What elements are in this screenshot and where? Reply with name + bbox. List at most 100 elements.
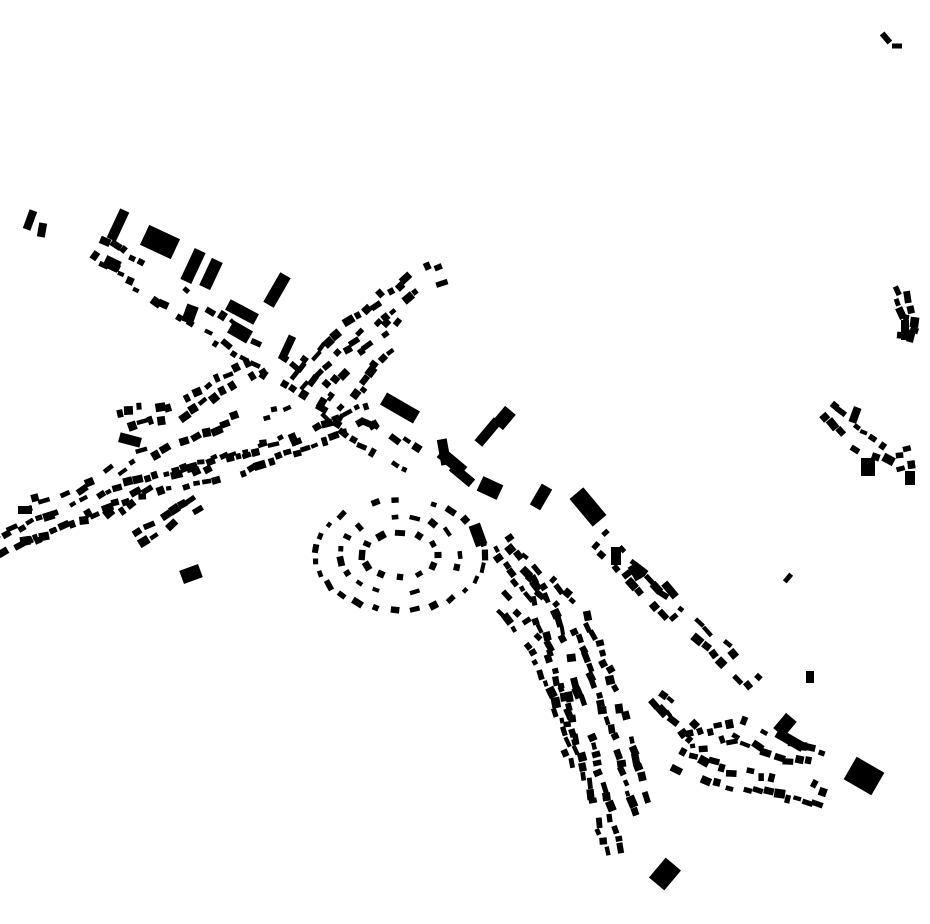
building [763, 786, 775, 796]
building [697, 754, 711, 768]
building [512, 608, 522, 618]
building [124, 275, 135, 286]
building [434, 551, 442, 559]
building [267, 457, 276, 467]
building [727, 647, 740, 660]
building [241, 331, 251, 340]
building [688, 752, 699, 760]
building [567, 714, 577, 723]
building [589, 680, 598, 689]
building [566, 653, 577, 663]
building [677, 727, 689, 740]
building [411, 441, 423, 454]
building [752, 786, 764, 795]
building [323, 579, 335, 592]
building [630, 806, 640, 817]
building [59, 489, 71, 499]
building [557, 682, 565, 690]
building [143, 474, 152, 483]
building [586, 777, 593, 790]
building [732, 674, 744, 686]
building [559, 692, 567, 702]
building [510, 625, 518, 633]
building [435, 278, 449, 288]
building [881, 452, 896, 467]
building [142, 520, 156, 531]
building [502, 560, 512, 571]
building [801, 798, 814, 808]
building [689, 743, 696, 749]
building [461, 586, 469, 594]
building [207, 391, 221, 405]
building [165, 485, 172, 491]
building [518, 585, 526, 593]
building [267, 441, 280, 449]
building [758, 773, 764, 782]
building [190, 431, 203, 443]
building [409, 605, 421, 613]
building [361, 560, 373, 572]
building [320, 436, 329, 447]
building [391, 514, 399, 520]
building [159, 509, 173, 522]
building [717, 763, 726, 773]
building [633, 586, 644, 597]
building [649, 580, 664, 595]
building [585, 670, 597, 683]
building [182, 393, 192, 403]
building [892, 285, 902, 297]
building [611, 547, 621, 565]
building [106, 208, 130, 242]
building [804, 756, 813, 765]
building [202, 464, 213, 475]
building [388, 308, 397, 316]
building [126, 420, 138, 432]
building [196, 459, 205, 465]
building [563, 736, 572, 748]
building [591, 750, 601, 759]
building [531, 658, 539, 666]
building [187, 402, 200, 415]
building [197, 396, 208, 407]
building [83, 476, 96, 488]
building [725, 738, 738, 746]
building [479, 562, 486, 574]
building [805, 743, 817, 753]
building [474, 417, 502, 447]
building [708, 648, 719, 660]
building [819, 411, 831, 423]
building [337, 427, 350, 439]
building [600, 781, 609, 795]
building [529, 578, 543, 593]
building [610, 731, 620, 741]
building [591, 742, 597, 751]
building [181, 303, 199, 325]
building [569, 487, 607, 527]
building [843, 756, 885, 796]
building [234, 452, 242, 460]
building [380, 317, 392, 329]
building [332, 348, 342, 357]
building [259, 439, 268, 447]
building [722, 638, 733, 649]
building [174, 313, 184, 323]
building [220, 338, 233, 351]
building [713, 721, 723, 729]
building [582, 610, 593, 622]
building [552, 600, 561, 609]
building [310, 442, 319, 449]
building [347, 336, 361, 348]
building [906, 329, 916, 343]
building [311, 421, 323, 432]
building [538, 582, 549, 592]
building [320, 418, 334, 429]
building [773, 712, 797, 738]
building [571, 744, 580, 756]
building [239, 469, 247, 478]
building [553, 583, 565, 596]
building [677, 605, 685, 613]
building [616, 765, 627, 777]
building [337, 367, 351, 381]
building [433, 263, 443, 272]
building [669, 763, 684, 776]
